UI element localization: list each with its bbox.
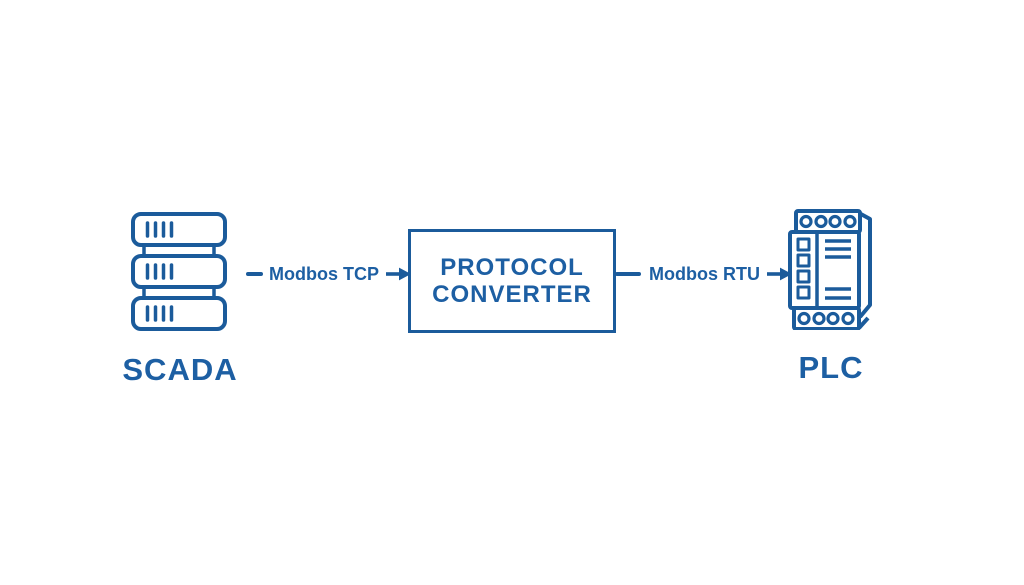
scada-label: SCADA [122,352,238,387]
connection-label-rtu: Modbos RTU [649,263,760,284]
arrow-right-icon [766,267,792,281]
connection-modbus-rtu: Modbos RTU [615,259,793,289]
plc-device-icon [788,209,872,330]
plc-node: PLC [776,208,886,386]
protocol-converter-box: PROTOCOL CONVERTER [408,229,616,333]
server-stack-icon [131,212,227,331]
scada-node: SCADA [114,212,246,388]
connector-line [246,272,263,276]
converter-title-line2: CONVERTER [432,281,592,308]
connection-label-tcp: Modbos TCP [269,263,379,284]
connector-line [615,272,641,276]
arrow-right-icon [386,267,411,281]
converter-title-line1: PROTOCOL [440,254,584,281]
plc-label: PLC [798,350,864,385]
connection-modbus-tcp: Modbos TCP [246,259,412,289]
